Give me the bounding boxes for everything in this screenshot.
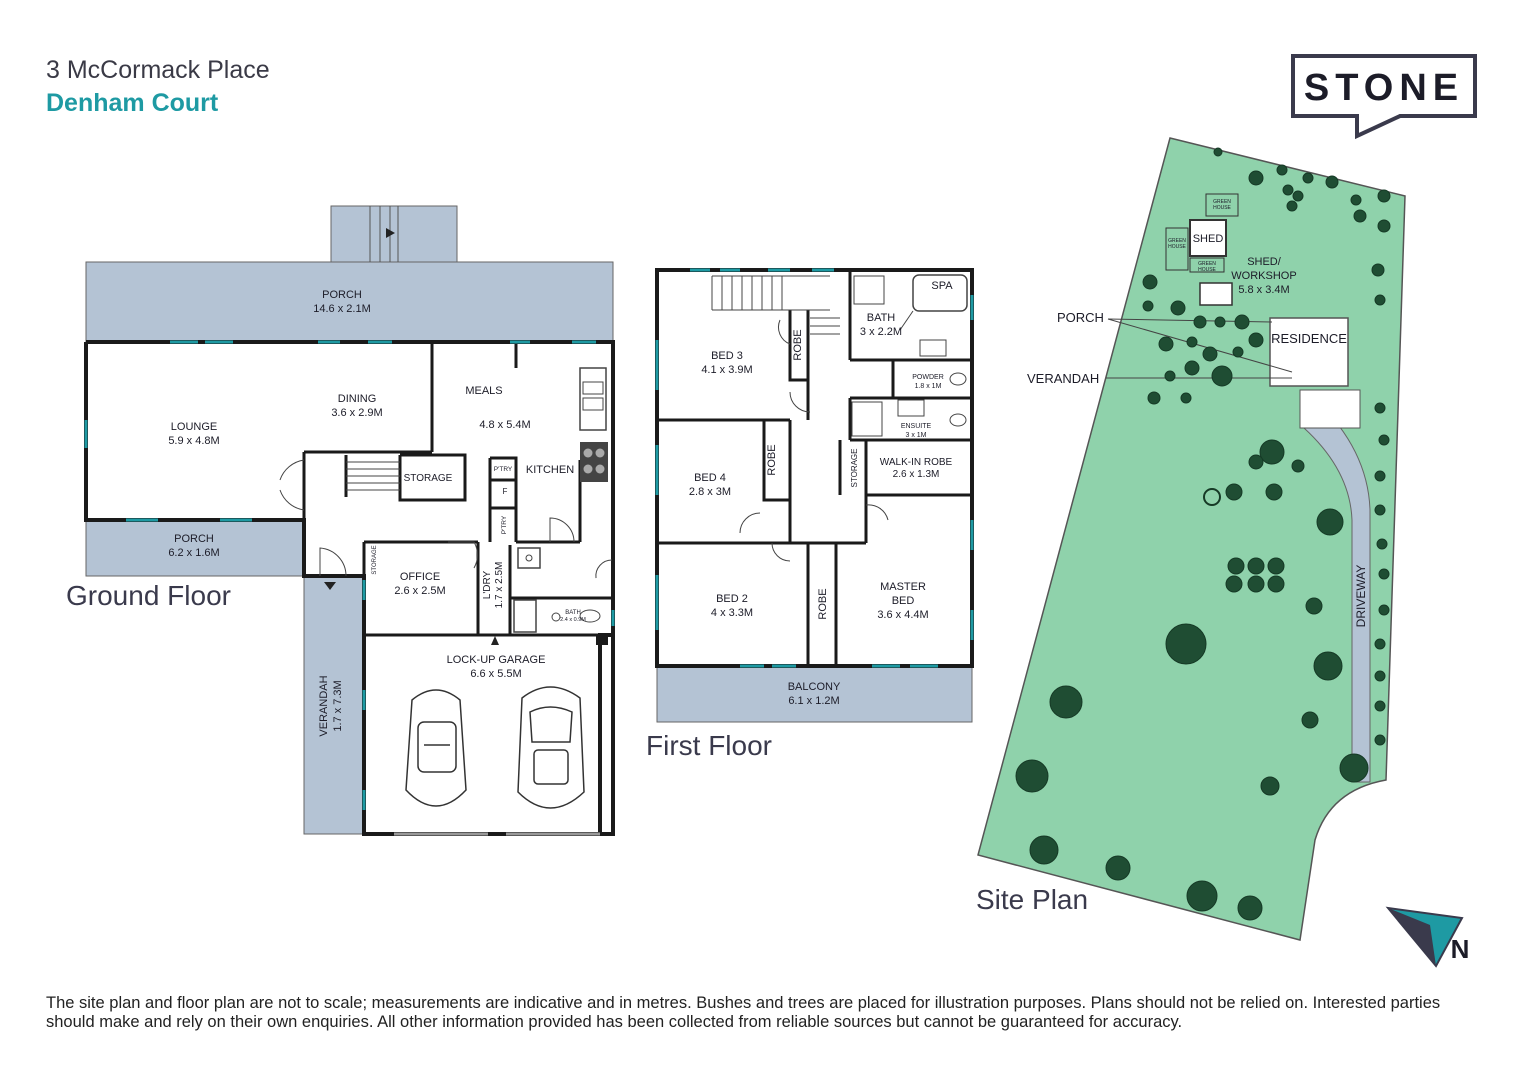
ff-bed2-dim: 4 x 3.3M: [711, 607, 753, 619]
gf-porch-top-label: PORCH: [322, 289, 362, 301]
property-suburb: Denham Court: [46, 89, 219, 117]
gf-porch-left-area: [85, 519, 305, 577]
site-workshop-dim: 5.8 x 3.4M: [1238, 284, 1289, 296]
gf-kitchen-label: KITCHEN: [526, 464, 574, 476]
gf-verandah-dim: 1.7 x 7.3M: [332, 680, 344, 731]
gf-lounge-label: LOUNGE: [171, 421, 217, 433]
gf-pantry1-label: P'TRY: [494, 466, 513, 473]
ff-master-dim: 3.6 x 4.4M: [877, 609, 928, 621]
ff-robe3-label: ROBE: [817, 588, 829, 619]
ff-bed3-dim: 4.1 x 3.9M: [701, 364, 752, 376]
ff-walkin-label: WALK-IN ROBE: [880, 457, 953, 468]
ff-bath-dim: 3 x 2.2M: [860, 326, 902, 338]
gf-garage-label: LOCK-UP GARAGE: [447, 654, 546, 666]
site-porch-label: PORCH: [1057, 310, 1104, 325]
ff-bed4-dim: 2.8 x 3M: [689, 486, 731, 498]
first-floor-plan: BED 3 4.1 x 3.9M ROBE BATH 3 x 2.2M SPA …: [655, 268, 974, 723]
gf-porch-left-dim: 6.2 x 1.6M: [168, 547, 219, 559]
ff-bath-label: BATH: [867, 312, 896, 324]
ff-bed2-label: BED 2: [716, 593, 748, 605]
ff-bed4-label: BED 4: [694, 472, 726, 484]
site-greenhouse1-l1: GREEN: [1213, 199, 1231, 205]
gf-storage-small-label: STORAGE: [372, 545, 378, 574]
logo-text: STONE: [1304, 67, 1464, 109]
gf-verandah-label: VERANDAH: [318, 675, 330, 736]
gf-fridge-label: F: [503, 487, 508, 496]
gf-porch-top-area: [330, 205, 458, 263]
gf-pantry2-label: P'TRY: [501, 515, 508, 534]
ground-floor-title: Ground Floor: [66, 580, 231, 611]
ff-master-label2: BED: [892, 595, 915, 607]
ff-storage-label: STORAGE: [850, 449, 859, 488]
gf-dining-dim: 3.6 x 2.9M: [331, 407, 382, 419]
ff-bed3-label: BED 3: [711, 350, 743, 362]
ff-walkin-dim: 2.6 x 1.3M: [893, 469, 940, 480]
site-driveway-label: DRIVEWAY: [1354, 565, 1368, 628]
site-greenhouse3-l2: HOUSE: [1198, 267, 1216, 273]
ff-balcony-area: [656, 665, 973, 723]
ff-powder-label: POWDER: [912, 374, 944, 381]
gf-meals-label: MEALS: [465, 385, 502, 397]
gf-porch-top-dim: 14.6 x 2.1M: [313, 303, 370, 315]
site-plan-title: Site Plan: [976, 884, 1089, 915]
gf-porch-area: [85, 261, 614, 343]
first-floor-title: First Floor: [646, 730, 772, 761]
gf-office-dim: 2.6 x 2.5M: [394, 585, 445, 597]
gf-meals-dim: 4.8 x 5.4M: [479, 419, 530, 431]
site-residence: [1269, 317, 1349, 387]
property-address: 3 McCormack Place: [46, 56, 270, 84]
gf-bath-label: BATH: [565, 610, 581, 616]
ff-ensuite-label: ENSUITE: [901, 423, 932, 430]
gf-garage-dim: 6.6 x 5.5M: [470, 668, 521, 680]
gf-dining-label: DINING: [338, 393, 377, 405]
gf-laundry-dim: 1.7 x 2.5M: [494, 562, 505, 609]
ff-master-label1: MASTER: [880, 581, 926, 593]
site-verandah-label: VERANDAH: [1027, 371, 1099, 386]
site-greenhouse3-l1: GREEN: [1198, 261, 1216, 267]
ff-robe2-label: ROBE: [766, 444, 778, 475]
gf-porch-left-label: PORCH: [174, 533, 214, 545]
gf-bath-dim: 2.4 x 0.9M: [560, 617, 586, 623]
ff-robe1-label: ROBE: [792, 329, 804, 360]
ff-spa-label: SPA: [931, 280, 953, 292]
ff-ensuite-dim: 3 x 1M: [905, 432, 926, 439]
stone-logo: STONE: [1291, 54, 1477, 140]
site-greenhouse1-l2: HOUSE: [1213, 205, 1231, 211]
gf-laundry-label: L'DRY: [482, 570, 493, 599]
disclaimer-text: The site plan and floor plan are not to …: [46, 994, 1441, 1031]
gf-lounge-dim: 5.9 x 4.8M: [168, 435, 219, 447]
ff-balcony-label: BALCONY: [788, 681, 841, 693]
site-plan: GREEN HOUSE GREEN HOUSE GREEN HOUSE SHED…: [977, 137, 1470, 968]
site-greenhouse2-l2: HOUSE: [1168, 244, 1186, 250]
north-arrow-icon: N: [1385, 906, 1470, 968]
ff-powder-dim: 1.8 x 1M: [915, 383, 942, 390]
site-workshop-l1: SHED/: [1247, 256, 1282, 268]
site-shed-label: SHED: [1193, 233, 1224, 245]
ground-floor-plan: PORCH 14.6 x 2.1M LOUNGE 5.9 x 4.8M DINI…: [84, 205, 615, 836]
ff-balcony-dim: 6.1 x 1.2M: [788, 695, 839, 707]
site-driveway: [1303, 399, 1371, 783]
gf-office-label: OFFICE: [400, 571, 440, 583]
site-greenhouse2-l1: GREEN: [1168, 238, 1186, 244]
gf-storage-label: STORAGE: [404, 473, 453, 484]
car-coupe-icon: [517, 686, 585, 809]
north-label: N: [1451, 934, 1470, 964]
site-residence-label: RESIDENCE: [1271, 331, 1347, 346]
car-convertible-icon: [405, 689, 467, 807]
site-workshop-l2: WORKSHOP: [1231, 270, 1296, 282]
